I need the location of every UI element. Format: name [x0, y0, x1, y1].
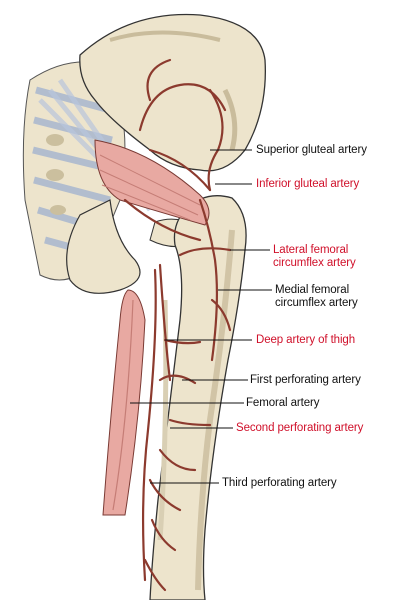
- label-medial-femoral-line-2: circumflex artery: [275, 297, 358, 309]
- muscle-band-thigh: [102, 289, 146, 516]
- label-medial-femoral-line-1: Medial femoral: [275, 284, 350, 296]
- label-lateral-femoral-line-2: circumflex artery: [273, 257, 356, 269]
- ilium-bone: [79, 13, 266, 172]
- label-third-perforating-artery: Third perforating artery: [222, 477, 337, 489]
- label-first-perforating-artery: First perforating artery: [250, 374, 361, 386]
- label-femoral-artery: Femoral artery: [246, 397, 320, 409]
- piriformis-muscle: [94, 139, 210, 226]
- artery-network: [123, 58, 232, 592]
- label-inferior-gluteal-artery: Inferior gluteal artery: [256, 178, 360, 190]
- label-medial-femoral-circumflex-artery: Medial femoral circumflex artery: [275, 284, 358, 310]
- label-lateral-femoral-line-1: Lateral femoral: [273, 244, 349, 256]
- leader-lines: [130, 149, 272, 484]
- label-lateral-femoral-circumflex-artery: Lateral femoral circumflex artery: [273, 244, 356, 270]
- label-second-perforating-artery: Second perforating artery: [236, 422, 364, 434]
- label-superior-gluteal-artery: Superior gluteal artery: [256, 144, 367, 156]
- label-deep-artery-of-thigh: Deep artery of thigh: [256, 334, 356, 346]
